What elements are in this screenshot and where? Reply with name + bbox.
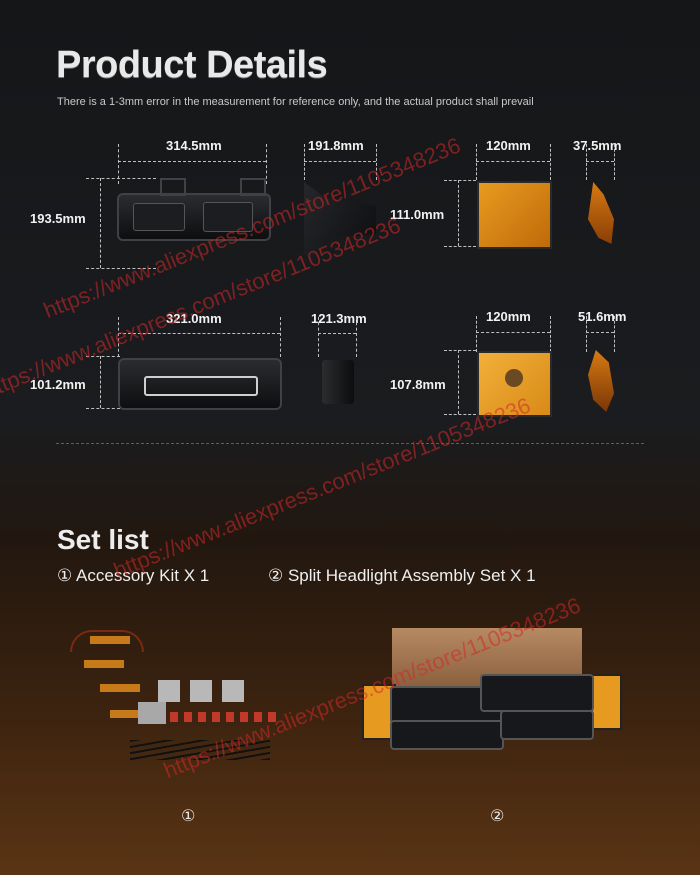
dim-line	[86, 408, 120, 409]
dim-line	[86, 268, 156, 269]
section-divider	[56, 443, 644, 444]
dim-line	[586, 332, 614, 333]
measurement-note: There is a 1-3mm error in the measuremen…	[57, 96, 534, 108]
dim-line	[100, 178, 101, 268]
headlight-bracket	[240, 178, 266, 196]
dim-line	[118, 144, 119, 184]
set-list-heading: Set list	[57, 524, 149, 555]
park-lamp-front-image	[118, 358, 282, 410]
dim-line	[444, 350, 476, 351]
dim-line	[280, 317, 281, 357]
dim-line	[550, 144, 551, 180]
dim-corner-height: 111.0mm	[390, 207, 445, 222]
image-number-2: ②	[490, 808, 505, 825]
side-marker-front-image	[477, 351, 552, 417]
image-number-1: ①	[181, 808, 196, 825]
dim-headlight-depth: 191.8mm	[308, 138, 364, 153]
dim-headlight-width: 314.5mm	[166, 138, 222, 153]
dim-park-height: 101.2mm	[30, 377, 86, 392]
dim-headlight-height: 193.5mm	[30, 211, 86, 226]
dim-line	[376, 144, 377, 180]
dim-line	[304, 144, 305, 180]
dim-line	[86, 178, 156, 179]
dim-line	[118, 161, 266, 162]
dim-line	[118, 333, 280, 334]
dim-line	[444, 246, 476, 247]
dim-line	[118, 317, 119, 357]
watermark-text: https://www.aliexpress.com/store/1105348…	[110, 392, 534, 584]
corner-lamp-side-image	[588, 182, 614, 244]
dim-line	[458, 350, 459, 414]
dim-side-width: 120mm	[486, 309, 531, 324]
dim-corner-width: 120mm	[486, 138, 531, 153]
dim-line	[586, 144, 587, 180]
dim-line	[458, 180, 459, 246]
dim-line	[356, 317, 357, 357]
dim-line	[100, 356, 101, 408]
dim-line	[476, 144, 477, 180]
dim-line	[86, 356, 120, 357]
dim-line	[318, 333, 356, 334]
headlight-bracket	[160, 178, 186, 196]
dim-line	[476, 161, 550, 162]
side-marker-side-image	[588, 350, 614, 412]
park-lamp-side-image	[322, 360, 354, 404]
dim-line	[550, 316, 551, 352]
set-item-accessory-kit: ① Accessory Kit X 1	[57, 566, 210, 585]
dim-line	[266, 144, 267, 184]
dim-line	[614, 316, 615, 352]
dim-line	[586, 161, 614, 162]
dim-line	[476, 316, 477, 352]
dim-line	[444, 414, 476, 415]
dim-park-depth: 121.3mm	[311, 311, 367, 326]
headlight-front-image	[117, 193, 271, 241]
dim-line	[318, 317, 319, 357]
dim-side-height: 107.8mm	[390, 377, 446, 392]
dim-corner-depth: 37.5mm	[573, 138, 622, 153]
set-item-headlight-set: ② Split Headlight Assembly Set X 1	[268, 566, 536, 585]
dim-line	[614, 144, 615, 180]
accessory-kit-image	[60, 620, 290, 780]
corner-lamp-front-image	[477, 181, 552, 249]
headlight-set-image	[362, 628, 622, 758]
page-title: Product Details	[56, 44, 328, 86]
dim-line	[444, 180, 476, 181]
dim-line	[304, 161, 376, 162]
dim-line	[586, 316, 587, 352]
dim-line	[476, 332, 550, 333]
dim-park-width: 321.0mm	[166, 311, 222, 326]
